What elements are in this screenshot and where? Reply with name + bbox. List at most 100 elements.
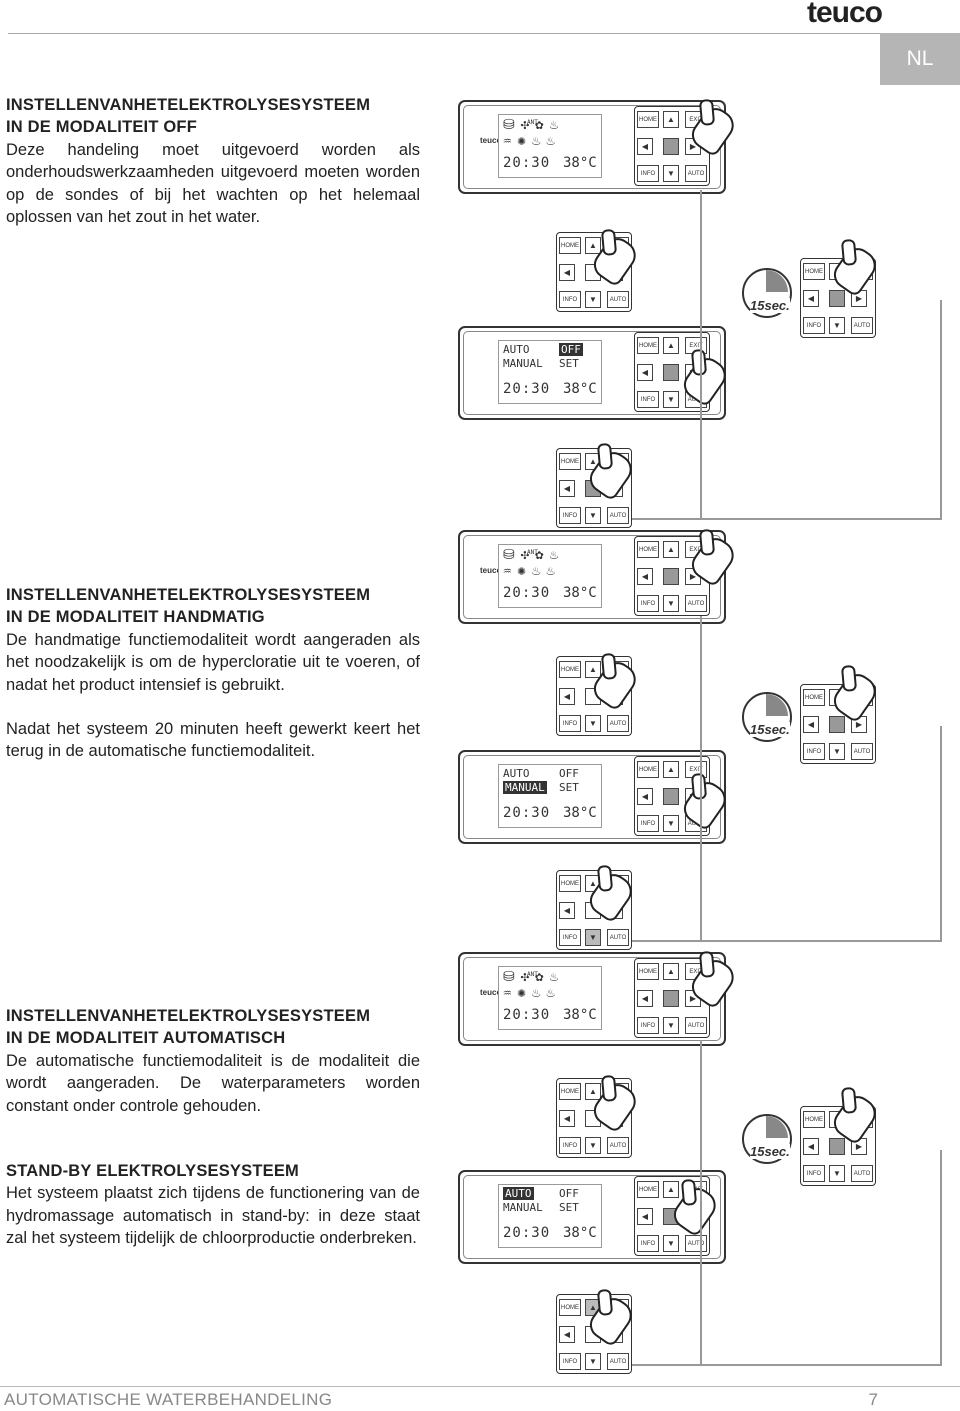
down-arrow-key[interactable]: ▼: [829, 317, 845, 334]
up-arrow-key[interactable]: ▲: [663, 1181, 679, 1198]
info-key[interactable]: INFO: [559, 1137, 581, 1154]
auto-key[interactable]: AUTO: [607, 1137, 629, 1154]
auto-key[interactable]: AUTO: [607, 929, 629, 946]
up-arrow-key[interactable]: ▲: [663, 541, 679, 558]
home-key[interactable]: HOME: [803, 263, 825, 280]
left-arrow-key[interactable]: ◀: [637, 364, 653, 381]
home-key[interactable]: HOME: [637, 541, 659, 558]
left-arrow-key[interactable]: ◀: [559, 902, 575, 919]
home-key[interactable]: HOME: [637, 337, 659, 354]
left-arrow-key[interactable]: ◀: [803, 1138, 819, 1155]
ok-key[interactable]: [663, 990, 679, 1007]
page-number: 7: [868, 1390, 878, 1409]
info-key[interactable]: INFO: [559, 1353, 581, 1370]
down-arrow-key[interactable]: ▼: [585, 929, 601, 946]
home-key[interactable]: HOME: [559, 1083, 581, 1100]
ok-key[interactable]: [663, 568, 679, 585]
info-key[interactable]: INFO: [637, 1017, 659, 1034]
left-arrow-key[interactable]: ◀: [559, 1326, 575, 1343]
home-key[interactable]: HOME: [637, 111, 659, 128]
ok-key[interactable]: [663, 788, 679, 805]
ok-key[interactable]: [829, 290, 845, 307]
down-arrow-key[interactable]: ▼: [663, 165, 679, 182]
down-arrow-key[interactable]: ▼: [585, 715, 601, 732]
down-arrow-key[interactable]: ▼: [663, 391, 679, 408]
up-arrow-key[interactable]: ▲: [585, 1083, 601, 1100]
down-arrow-key[interactable]: ▼: [663, 595, 679, 612]
info-key[interactable]: INFO: [559, 291, 581, 308]
down-arrow-key[interactable]: ▼: [585, 1353, 601, 1370]
down-arrow-key[interactable]: ▼: [585, 507, 601, 524]
auto-key[interactable]: AUTO: [851, 1165, 873, 1182]
auto-key[interactable]: AUTO: [607, 715, 629, 732]
info-key[interactable]: INFO: [559, 929, 581, 946]
info-key[interactable]: INFO: [559, 715, 581, 732]
info-key[interactable]: INFO: [803, 317, 825, 334]
left-arrow-key[interactable]: ◀: [803, 290, 819, 307]
home-key[interactable]: HOME: [559, 875, 581, 892]
auto-key[interactable]: AUTO: [851, 743, 873, 760]
auto-key[interactable]: AUTO: [607, 1353, 629, 1370]
left-arrow-key[interactable]: ◀: [559, 480, 575, 497]
down-arrow-key[interactable]: ▼: [829, 1165, 845, 1182]
home-key[interactable]: HOME: [637, 1181, 659, 1198]
flow-connector: [940, 300, 942, 520]
down-arrow-key[interactable]: ▼: [663, 1017, 679, 1034]
left-arrow-key[interactable]: ◀: [559, 688, 575, 705]
home-key[interactable]: HOME: [559, 237, 581, 254]
left-arrow-key[interactable]: ◀: [559, 1110, 575, 1127]
ok-key[interactable]: [663, 138, 679, 155]
home-key[interactable]: HOME: [559, 661, 581, 678]
lcd-time: 20:30: [503, 155, 551, 171]
auto-key[interactable]: AUTO: [607, 291, 629, 308]
auto-key[interactable]: AUTO: [685, 1017, 707, 1034]
up-arrow-key[interactable]: ▲: [585, 237, 601, 254]
auto-key[interactable]: AUTO: [685, 595, 707, 612]
info-key[interactable]: INFO: [803, 1165, 825, 1182]
lcd-function-icons: ♒✺♨♨: [503, 985, 561, 1001]
up-arrow-key[interactable]: ▲: [585, 661, 601, 678]
up-arrow-key[interactable]: ▲: [663, 761, 679, 778]
left-arrow-key[interactable]: ◀: [637, 1208, 653, 1225]
lcd-time: 20:30: [503, 381, 551, 397]
down-arrow-key[interactable]: ▼: [663, 815, 679, 832]
left-arrow-key[interactable]: ◀: [637, 788, 653, 805]
info-key[interactable]: INFO: [637, 391, 659, 408]
section-title: INSTELLENVANHETELEKTROLYSESYSTEEM: [6, 96, 371, 114]
down-arrow-key[interactable]: ▼: [585, 291, 601, 308]
auto-key[interactable]: AUTO: [685, 165, 707, 182]
auto-key[interactable]: AUTO: [851, 317, 873, 334]
home-key[interactable]: HOME: [559, 1299, 581, 1316]
ok-key[interactable]: [663, 364, 679, 381]
left-arrow-key[interactable]: ◀: [803, 716, 819, 733]
lcd-temp: 38°C: [563, 585, 597, 601]
info-key[interactable]: INFO: [637, 1235, 659, 1252]
left-arrow-key[interactable]: ◀: [637, 990, 653, 1007]
auto-key[interactable]: AUTO: [607, 507, 629, 524]
down-arrow-key[interactable]: ▼: [663, 1235, 679, 1252]
down-arrow-key[interactable]: ▼: [829, 743, 845, 760]
auto-key[interactable]: AUTO: [685, 1235, 707, 1252]
home-key[interactable]: HOME: [803, 1111, 825, 1128]
ok-key[interactable]: [829, 716, 845, 733]
home-key[interactable]: HOME: [637, 761, 659, 778]
info-key[interactable]: INFO: [637, 815, 659, 832]
left-arrow-key[interactable]: ◀: [637, 138, 653, 155]
info-key[interactable]: INFO: [803, 743, 825, 760]
up-arrow-key[interactable]: ▲: [663, 111, 679, 128]
home-key[interactable]: HOME: [559, 453, 581, 470]
down-arrow-key[interactable]: ▼: [585, 1137, 601, 1154]
left-arrow-key[interactable]: ◀: [637, 568, 653, 585]
info-key[interactable]: INFO: [637, 595, 659, 612]
up-arrow-key[interactable]: ▲: [663, 337, 679, 354]
ok-key[interactable]: [829, 1138, 845, 1155]
home-key[interactable]: HOME: [803, 689, 825, 706]
up-arrow-key[interactable]: ▲: [663, 963, 679, 980]
info-key[interactable]: INFO: [559, 507, 581, 524]
device-logo: teuco: [480, 136, 502, 145]
home-key[interactable]: HOME: [637, 963, 659, 980]
left-arrow-key[interactable]: ◀: [559, 264, 575, 281]
info-key[interactable]: INFO: [637, 165, 659, 182]
